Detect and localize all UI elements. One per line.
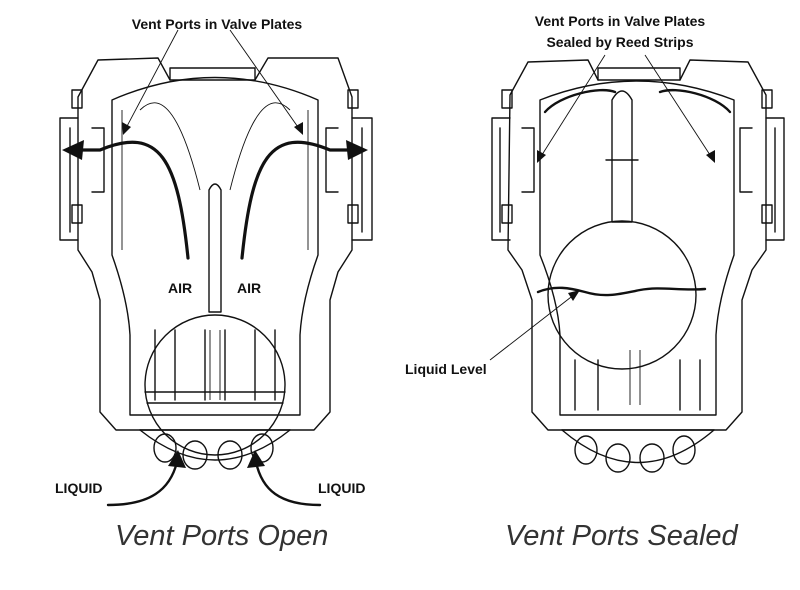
label-air-right: AIR [237, 280, 262, 296]
left-air-flow-arrows [62, 102, 368, 260]
label-vent-ports-right-line2: Sealed by Reed Strips [546, 34, 694, 50]
caption-vent-ports-open: Vent Ports Open [115, 520, 329, 552]
left-liquid-flow-arrows [106, 450, 322, 507]
left-float-assembly [144, 183, 286, 456]
right-valve-body [491, 59, 785, 473]
left-valve-body [59, 57, 373, 470]
right-callout-lines [489, 54, 715, 361]
right-float-assembly [547, 90, 697, 370]
label-vent-ports-left: Vent Ports in Valve Plates [131, 16, 303, 32]
label-liquid-left: LIQUID [55, 480, 103, 496]
label-air-left: AIR [168, 280, 193, 296]
label-liquid-right: LIQUID [318, 480, 366, 496]
right-liquid-level-line [536, 286, 707, 297]
left-callout-lines [122, 29, 303, 135]
label-vent-ports-right-line1: Vent Ports in Valve Plates [534, 13, 706, 29]
label-liquid-level: Liquid Level [405, 361, 487, 377]
caption-vent-ports-sealed: Vent Ports Sealed [505, 520, 738, 552]
